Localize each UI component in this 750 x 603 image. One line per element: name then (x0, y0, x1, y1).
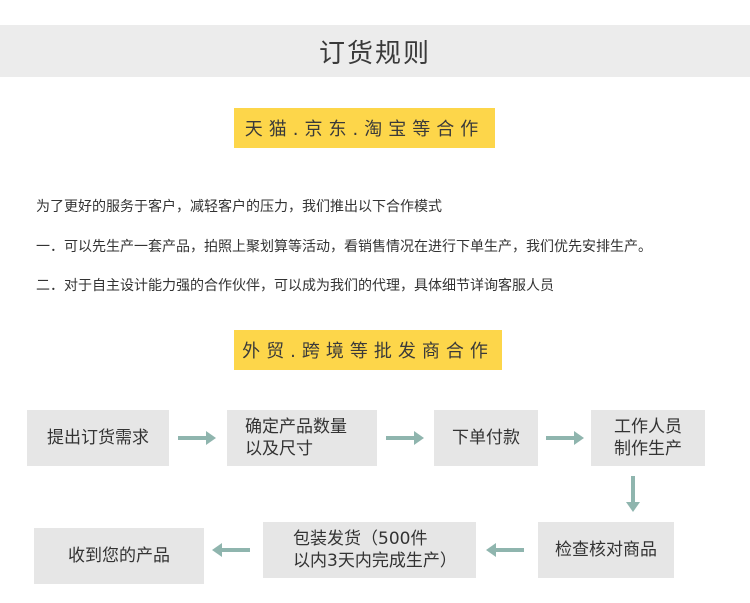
arrow-down-icon (626, 476, 640, 512)
section-label-wholesale: 外贸.跨境等批发商合作 (234, 330, 502, 370)
option-two-paragraph: 二．对于自主设计能力强的合作伙伴，可以成为我们的代理，具体细节详询客服人员 (36, 278, 554, 294)
flow-step-label: 提出订货需求 (47, 428, 149, 448)
flow-step-inspection: 检查核对商品 (538, 522, 674, 578)
section-label-ecommerce: 天猫.京东.淘宝等合作 (234, 108, 495, 148)
flow-step-label-line1: 包装发货（500件 (293, 529, 428, 549)
flow-step-production: 工作人员 制作生产 (591, 410, 705, 466)
flow-step-label-line2: 制作生产 (614, 439, 682, 459)
option-one-paragraph: 一．可以先生产一套产品，拍照上聚划算等活动，看销售情况在进行下单生产，我们优先安… (36, 239, 652, 255)
flow-step-label-line1: 确定产品数量 (245, 417, 347, 437)
flow-step-packing-shipping: 包装发货（500件 以内3天内完成生产） (263, 522, 476, 578)
intro-paragraph: 为了更好的服务于客户，减轻客户的压力，我们推出以下合作模式 (36, 199, 442, 215)
flow-step-label: 收到您的产品 (68, 546, 170, 566)
flow-step-payment: 下单付款 (434, 410, 538, 466)
arrow-left-icon (486, 543, 524, 557)
flow-step-confirm-quantity: 确定产品数量 以及尺寸 (227, 410, 377, 466)
arrow-left-icon (212, 543, 250, 557)
page-title: 订货规则 (318, 38, 431, 69)
arrow-right-icon (546, 431, 584, 445)
flow-step-label-line2: 以及尺寸 (245, 439, 313, 459)
header-bar: 订货规则 (0, 25, 750, 77)
flow-step-submit-order: 提出订货需求 (27, 410, 169, 466)
arrow-right-icon (386, 431, 424, 445)
flow-step-label-line1: 工作人员 (614, 417, 682, 437)
flow-step-label: 检查核对商品 (555, 540, 657, 560)
arrow-right-icon (178, 431, 216, 445)
flow-step-label: 下单付款 (452, 428, 520, 448)
flow-step-receive-product: 收到您的产品 (34, 528, 204, 584)
flow-step-label-line2: 以内3天内完成生产） (293, 551, 457, 571)
